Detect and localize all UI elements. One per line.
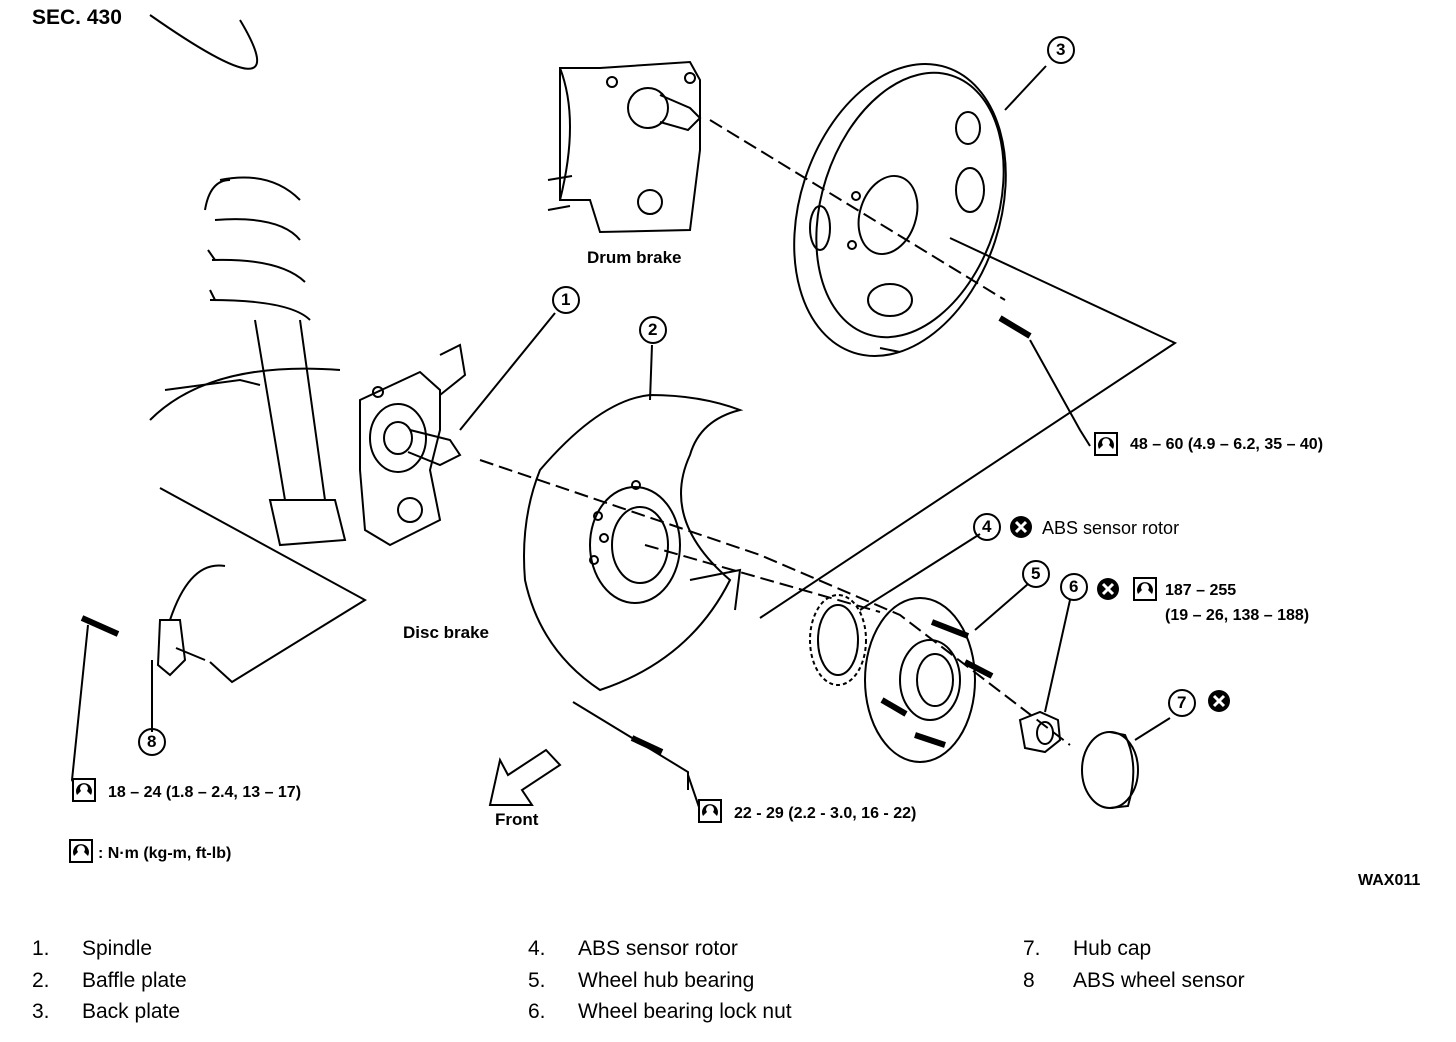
disc-brake-label: Disc brake [403,623,489,642]
figure-code: WAX011 [1358,872,1421,889]
torque-baffle-bolt: 22 - 29 (2.2 - 3.0, 16 - 22) [734,805,917,822]
drum-brake-label: Drum brake [587,248,682,267]
legend-item: 2.Baffle plate [32,968,187,992]
callout-1: 1 [561,290,571,309]
callout-2: 2 [648,320,658,339]
legend-item: 1.Spindle [32,937,153,960]
callout-4: 4 [982,517,992,536]
legend-item: 5.Wheel hub bearing [528,968,755,992]
legend-column-1: 1.Spindle 2.Baffle plate 3.Back plate [32,933,187,1028]
legend-item: 4.ABS sensor rotor [528,937,738,960]
abs-sensor-rotor-callout: ABS sensor rotor [1042,518,1180,538]
legend-item: 7.Hub cap [1023,937,1152,960]
legend-item: 6.Wheel bearing lock nut [528,1000,792,1023]
torque-lock-nut-line2: (19 – 26, 138 – 188) [1165,607,1310,624]
front-label: Front [495,810,539,829]
callout-6: 6 [1069,577,1079,596]
torque-lock-nut-line1: 187 – 255 [1165,582,1237,599]
legend-item: 3.Back plate [32,1000,181,1023]
callout-8: 8 [147,732,157,751]
callout-3: 3 [1056,40,1066,59]
section-number: SEC. 430 [32,6,122,29]
callout-5: 5 [1031,564,1041,583]
torque-back-plate-bolt: 48 – 60 (4.9 – 6.2, 35 – 40) [1130,436,1324,453]
callout-7: 7 [1177,693,1187,712]
torque-sensor-bolt: 18 – 24 (1.8 – 2.4, 13 – 17) [108,784,302,801]
legend-column-2: 4.ABS sensor rotor 5.Wheel hub bearing 6… [528,933,792,1028]
torque-unit-legend: : N·m (kg-m, ft-lb) [98,845,232,862]
